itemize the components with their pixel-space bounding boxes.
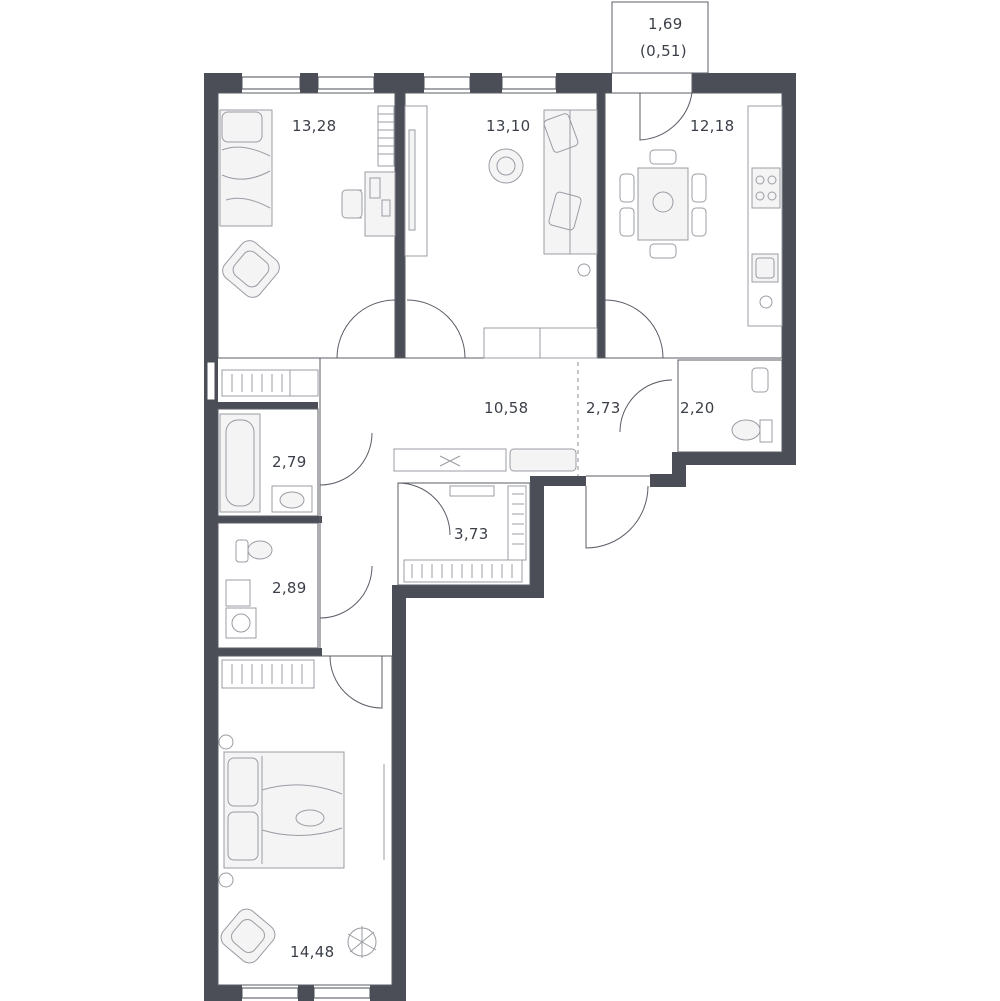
area-bedroom-top: 13,28 — [292, 117, 336, 135]
nightstand-icon — [218, 734, 234, 750]
double-bed-icon — [223, 751, 345, 869]
doors — [319, 299, 673, 709]
area-living-room: 13,10 — [486, 117, 530, 135]
walls — [204, 73, 796, 1001]
shelf-bottom-icon — [221, 659, 315, 689]
area-balcony-reduced: (0,51) — [640, 42, 687, 60]
area-wc-left: 2,89 — [272, 579, 307, 597]
balcony — [611, 1, 709, 141]
kitchen-counter-icon — [747, 105, 783, 327]
tv-cabinet-icon — [404, 105, 428, 257]
area-wardrobe: 3,73 — [454, 525, 489, 543]
area-balcony: 1,69 — [648, 15, 683, 33]
sink-icon — [271, 485, 313, 513]
area-bathroom: 2,79 — [272, 453, 307, 471]
windows — [206, 76, 557, 999]
area-bedroom-bottom: 14,48 — [290, 943, 334, 961]
armchair-icon — [222, 240, 280, 298]
bathtub-icon — [219, 413, 261, 513]
furniture — [218, 105, 783, 964]
shelf-icon — [221, 369, 319, 397]
nightstand-icon — [218, 872, 234, 888]
area-kitchen: 12,18 — [690, 117, 734, 135]
area-wc-right: 2,20 — [680, 399, 715, 417]
area-hallway: 10,58 — [484, 399, 528, 417]
coffee-table-icon — [488, 148, 524, 184]
hallway-console-icon — [393, 448, 577, 472]
desk-icon — [341, 171, 396, 237]
wc-left-fixtures-icon — [225, 539, 273, 639]
plant-icon — [347, 926, 377, 958]
area-labels: 13,28 13,10 12,18 1,69 (0,51) 10,58 2,73… — [272, 15, 734, 961]
area-corridor: 2,73 — [586, 399, 621, 417]
wardrobe-icon — [377, 105, 395, 167]
sofa-icon — [543, 109, 598, 255]
armchair-bottom-icon — [220, 908, 276, 964]
low-cabinet-icon — [483, 327, 598, 359]
toilet-icon — [731, 367, 773, 443]
bed-icon — [219, 109, 273, 227]
dining-table-icon — [619, 149, 707, 259]
lamp-icon — [577, 263, 591, 277]
closet-rail-icon — [403, 485, 527, 583]
